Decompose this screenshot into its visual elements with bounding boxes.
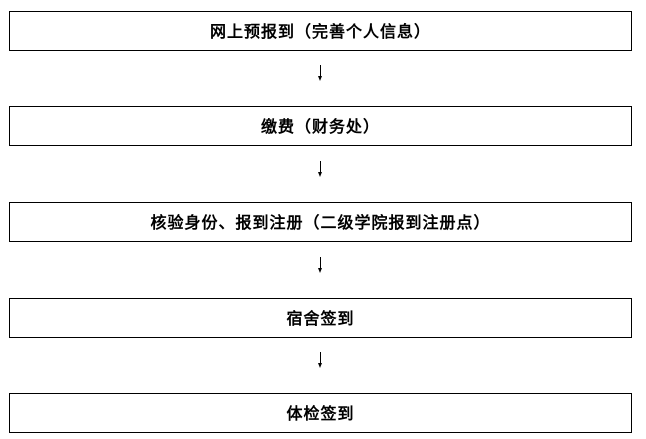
step-medical-checkin: 体检签到 <box>9 393 632 433</box>
down-arrow-icon <box>318 65 322 81</box>
step-label: 宿舍签到 <box>286 309 355 328</box>
step-dormitory-checkin: 宿舍签到 <box>9 298 632 338</box>
step-online-preregistration: 网上预报到（完善个人信息） <box>9 11 632 51</box>
step-label: 网上预报到（完善个人信息） <box>209 22 431 41</box>
step-payment: 缴费（财务处） <box>9 106 632 146</box>
step-label: 缴费（财务处） <box>260 117 380 136</box>
step-identity-registration: 核验身份、报到注册（二级学院报到注册点） <box>9 202 632 242</box>
step-label: 核验身份、报到注册（二级学院报到注册点） <box>150 213 491 232</box>
down-arrow-icon <box>318 257 322 273</box>
down-arrow-icon <box>318 161 322 177</box>
step-label: 体检签到 <box>286 404 355 423</box>
down-arrow-icon <box>318 352 322 368</box>
